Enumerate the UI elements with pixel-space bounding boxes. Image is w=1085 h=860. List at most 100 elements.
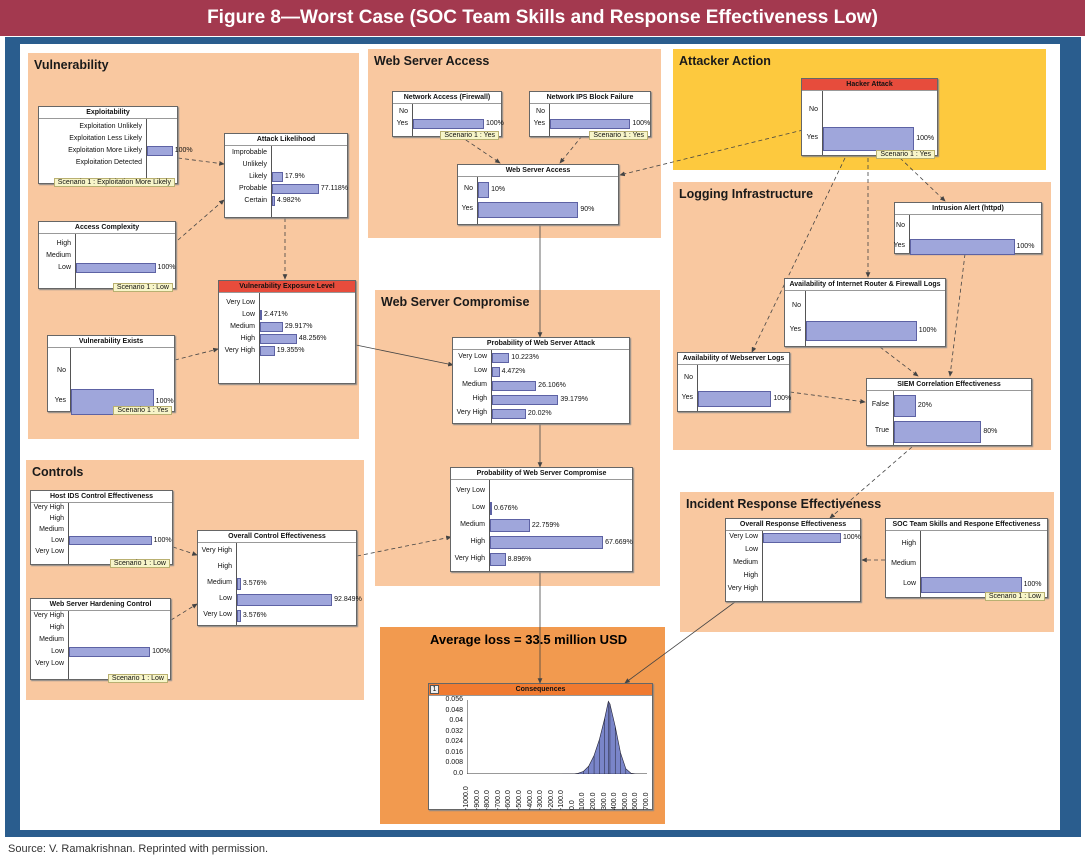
state-bar <box>413 119 484 129</box>
state-bar <box>76 263 156 273</box>
y-tick-label: 0.0 <box>453 770 463 777</box>
chart-badge[interactable]: 1 <box>430 685 439 694</box>
state-bar <box>910 239 1015 255</box>
state-label: High <box>56 240 71 247</box>
x-tick-label: 100.0 <box>579 792 587 810</box>
state-bar <box>490 519 530 532</box>
node-title: SOC Team Skills and Respone Effectivenes… <box>886 519 1047 531</box>
state-bar <box>478 182 490 198</box>
node-divider <box>271 146 272 217</box>
consequences-plot <box>467 700 647 774</box>
node-divider <box>489 480 490 571</box>
consequences-title: Consequences <box>429 684 652 696</box>
state-value: 2.471% <box>264 311 288 318</box>
state-label: Very Low <box>203 611 232 618</box>
state-label: Exploitation More Likely <box>68 147 142 154</box>
state-label: Probable <box>238 185 267 192</box>
scenario-tag: Scenario 1 : Low <box>107 674 168 683</box>
state-label: Medium <box>462 381 487 388</box>
x-tick-label: -600.0 <box>505 790 513 810</box>
scenario-tag: Scenario 1 : Yes <box>440 131 499 140</box>
state-label: High <box>49 624 64 631</box>
state-value: 67.669% <box>605 538 633 546</box>
node-title: Network IPS Block Failure <box>530 92 650 104</box>
state-label: Yes <box>533 120 545 127</box>
y-tick-label: 0.008 <box>445 759 463 767</box>
state-bar <box>260 346 275 356</box>
state-label: No <box>809 106 818 113</box>
state-label: Very High <box>33 612 64 619</box>
node-divider <box>920 531 921 597</box>
state-label: Yes <box>396 120 408 127</box>
x-tick-label: -1000.0 <box>463 786 470 810</box>
state-value: 48.256% <box>298 335 327 342</box>
panel-title: Attacker Action <box>679 54 771 68</box>
state-label: Medium <box>230 323 255 330</box>
state-value: 100% <box>155 398 174 405</box>
node-divider <box>146 119 147 183</box>
state-bar <box>894 421 982 443</box>
state-value: 29.917% <box>284 323 313 330</box>
state-label: High <box>240 335 255 342</box>
scenario-tag: Scenario 1 : Low <box>984 592 1045 601</box>
state-value: 10.223% <box>511 354 539 361</box>
state-bar <box>921 577 1022 593</box>
state-label: Low <box>474 367 487 374</box>
node-soc-team-skills[interactable]: SOC Team Skills and Respone Effectivenes… <box>885 518 1048 601</box>
figure-title: Figure 8—Worst Case (SOC Team Skills and… <box>0 0 1085 36</box>
state-bar <box>272 172 283 182</box>
node-router-firewall-logs[interactable]: Availability of Internet Router & Firewa… <box>784 278 946 347</box>
node-title: Web Server Hardening Control <box>31 599 170 611</box>
state-bar <box>272 184 319 194</box>
state-label: No <box>399 108 408 115</box>
state-value: 92.849% <box>334 596 362 603</box>
state-label: Yes <box>54 397 66 404</box>
y-tick-label: 0.024 <box>445 738 463 746</box>
state-label: Medium <box>46 252 71 259</box>
x-tick-label: 200.0 <box>590 792 598 810</box>
state-label: Very High <box>727 585 758 592</box>
state-value: 77.118% <box>320 185 349 192</box>
y-tick-label: 0.048 <box>445 706 463 714</box>
state-bar <box>806 321 917 341</box>
state-label: Yes <box>681 394 693 401</box>
state-bar <box>763 532 841 543</box>
state-value: 100% <box>152 648 171 655</box>
state-value: 100% <box>843 533 861 541</box>
node-title: Access Complexity <box>39 222 175 234</box>
state-label: High <box>743 572 758 579</box>
state-bar <box>698 391 772 407</box>
scenario-tag: Scenario 1 : Yes <box>113 406 172 415</box>
state-value: 20.02% <box>527 410 552 417</box>
state-value: 17.9% <box>284 173 305 180</box>
state-label: Yes <box>461 205 473 212</box>
x-tick-label: -300.0 <box>537 790 545 810</box>
state-bar <box>237 610 241 622</box>
state-label: Medium <box>733 559 758 566</box>
x-tick-label: -400.0 <box>526 790 534 810</box>
x-tick-label: 300.0 <box>600 792 608 810</box>
state-label: No <box>684 374 693 381</box>
node-title: Overall Control Effectiveness <box>198 531 356 543</box>
node-divider <box>909 215 910 253</box>
state-label: Very Low <box>729 533 758 540</box>
